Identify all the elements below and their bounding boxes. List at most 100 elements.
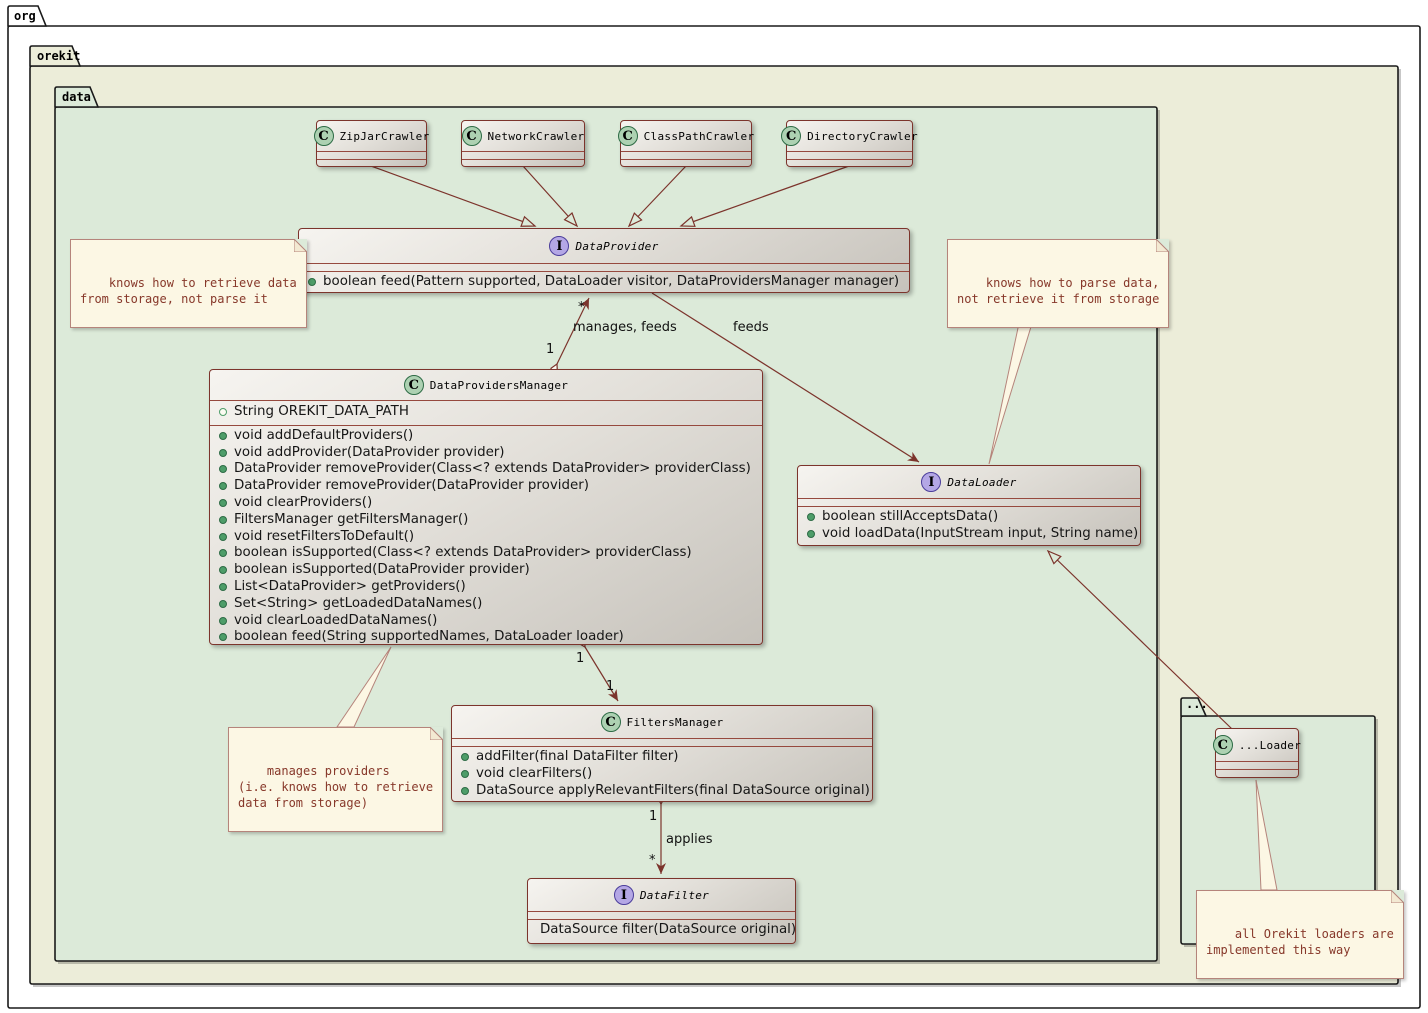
empty-methods-compartment — [1216, 769, 1298, 777]
class-name: DataProvider — [575, 239, 659, 253]
class-directorycrawler: C DirectoryCrawler — [781, 120, 918, 167]
edge-loader-implements-dataloader — [1046, 549, 1233, 730]
empty-methods-compartment — [621, 159, 751, 167]
public-method-icon — [219, 616, 227, 625]
class-name: FiltersManager — [626, 715, 724, 729]
package-org-label: org — [14, 9, 36, 23]
public-method-icon — [807, 513, 815, 521]
class-header: I DataProvider — [299, 229, 909, 263]
empty-methods-compartment — [317, 159, 426, 167]
edge-zipjar-implements-dataprovider — [370, 165, 537, 227]
note-text: knows how to retrieve data from storage,… — [80, 276, 297, 306]
methods-compartment: addFilter(final DataFilter filter) void … — [452, 746, 872, 801]
class-name: DataFilter — [639, 888, 710, 902]
method-item: boolean feed(String supportedNames, Data… — [218, 629, 754, 646]
class-name: DirectoryCrawler — [807, 129, 918, 143]
empty-methods-compartment — [787, 159, 912, 167]
note-connector-manages — [336, 646, 392, 728]
class-icon: C — [600, 712, 621, 732]
package-data-tab — [54, 86, 100, 108]
multiplicity-star: * — [578, 300, 585, 315]
interface-icon: I — [549, 236, 570, 256]
method-item: DataProvider removeProvider(DataProvider… — [218, 478, 754, 495]
note-manages: manages providers (i.e. knows how to ret… — [228, 727, 444, 832]
public-method-icon — [461, 769, 469, 778]
method-item: FiltersManager getFiltersManager() — [218, 512, 754, 529]
class-ellipsisloader: C ...Loader — [1212, 728, 1302, 778]
multiplicity-one: 1 — [649, 809, 658, 824]
interface-icon: I — [921, 472, 942, 492]
method-item: List<DataProvider> getProviders() — [218, 579, 754, 596]
public-method-icon — [219, 549, 227, 558]
class-name: ...Loader — [1238, 738, 1302, 752]
public-method-icon — [219, 633, 227, 642]
class-header: C DataProvidersManager — [210, 370, 762, 400]
empty-fields-compartment — [317, 151, 426, 159]
edge-label-applies: applies — [666, 832, 713, 847]
method-item: void clearLoadedDataNames() — [218, 613, 754, 630]
class-header: C ClassPathCrawler — [617, 121, 754, 151]
edge-label-feeds: feeds — [733, 320, 769, 335]
empty-fields-compartment — [452, 738, 872, 746]
edge-label-manages-feeds: manages, feeds — [573, 320, 677, 335]
package-orekit-label: orekit — [37, 49, 81, 63]
package-ellipsis-label: ... — [1186, 697, 1208, 711]
field-item: String OREKIT_DATA_PATH — [218, 404, 754, 421]
method-item: boolean stillAcceptsData() — [806, 509, 1132, 526]
class-header: C DirectoryCrawler — [781, 121, 918, 151]
interface-icon: I — [613, 885, 634, 905]
public-method-icon — [219, 448, 227, 457]
package-org-tab — [7, 5, 48, 27]
note-fold-icon — [430, 727, 444, 740]
multiplicity-star: * — [649, 853, 656, 868]
note-fold-icon — [293, 239, 307, 252]
public-method-icon — [308, 278, 316, 286]
public-method-icon — [219, 532, 227, 541]
method-item: void addDefaultProviders() — [218, 428, 754, 445]
class-icon: C — [461, 126, 482, 146]
multiplicity-one: 1 — [606, 679, 615, 694]
method-item: void loadData(InputStream input, String … — [806, 526, 1138, 543]
public-method-icon — [807, 529, 815, 538]
interface-datafilter: I DataFilter DataSource filter(DataSourc… — [527, 878, 796, 944]
method-item: void addProvider(DataProvider provider) — [218, 445, 754, 462]
empty-fields-compartment — [528, 911, 795, 919]
edge-provider-feeds-loader — [651, 292, 920, 463]
empty-methods-compartment — [462, 159, 584, 167]
note-fold-icon — [1156, 239, 1170, 252]
public-method-icon — [461, 753, 469, 761]
method-item: void clearFilters() — [460, 766, 864, 783]
class-dataprovidersmanager: C DataProvidersManager String OREKIT_DAT… — [209, 369, 763, 645]
public-method-icon — [219, 465, 227, 474]
method-item: void resetFiltersToDefault() — [218, 529, 754, 546]
method-item: boolean isSupported(Class<? extends Data… — [218, 545, 754, 562]
class-name: NetworkCrawler — [487, 129, 585, 143]
method-item: DataSource filter(DataSource original) — [540, 922, 797, 937]
empty-fields-compartment — [462, 151, 584, 159]
public-method-icon — [219, 498, 227, 507]
edge-manager-has-filtersmanager — [585, 647, 619, 702]
public-method-icon — [219, 566, 227, 575]
method-item: boolean isSupported(DataProvider provide… — [218, 562, 754, 579]
class-name: ClassPathCrawler — [643, 129, 755, 143]
multiplicity-one: 1 — [576, 651, 585, 666]
class-name: DataLoader — [947, 475, 1017, 489]
note-text: manages providers (i.e. knows how to ret… — [238, 764, 434, 810]
methods-compartment: void addDefaultProviders() void addProvi… — [210, 424, 762, 648]
class-header: C FiltersManager — [452, 706, 872, 738]
class-icon: C — [1212, 735, 1233, 755]
class-filtersmanager: C FiltersManager addFilter(final DataFil… — [451, 705, 873, 802]
public-method-icon — [219, 599, 227, 608]
edge-directory-implements-dataprovider — [679, 165, 850, 227]
edge-manager-manages-providers — [557, 297, 590, 364]
fields-compartment: String OREKIT_DATA_PATH — [210, 400, 762, 425]
package-orekit-tab — [29, 45, 82, 67]
edge-network-implements-dataprovider — [522, 165, 579, 228]
class-header: C ZipJarCrawler — [313, 121, 429, 151]
package-ellipsis-tab — [1180, 697, 1208, 717]
public-method-icon — [219, 431, 227, 440]
empty-fields-compartment — [798, 498, 1140, 506]
method-item: void clearProviders() — [218, 495, 754, 512]
class-header: C NetworkCrawler — [461, 121, 585, 151]
note-text: all Orekit loaders are implemented this … — [1206, 927, 1394, 957]
